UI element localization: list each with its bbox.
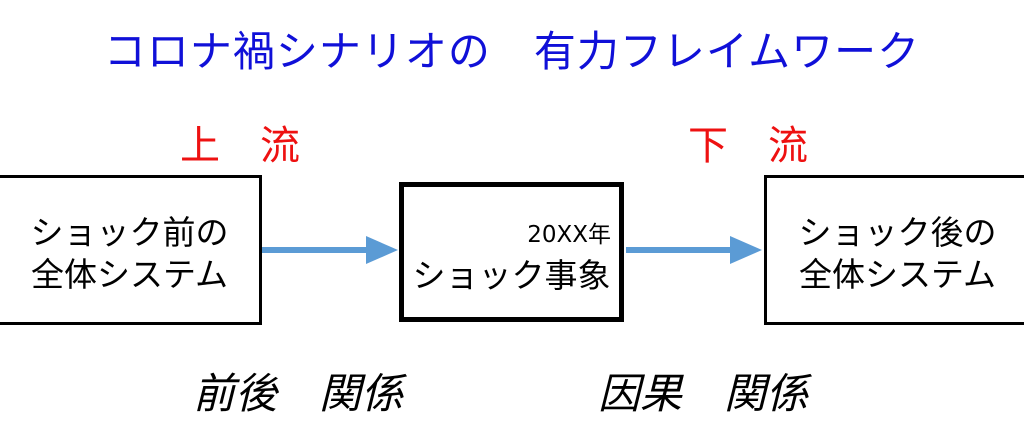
arrow-right-icon	[262, 236, 398, 264]
pre-shock-system-text: ショック前の 全体システム	[30, 213, 229, 295]
arrow-right-icon	[626, 236, 762, 264]
upstream-label: 上 流	[180, 123, 300, 169]
post-shock-system-box: ショック後の 全体システム	[764, 175, 1024, 325]
diagram-title: コロナ禍シナリオの 有力フレイムワーク	[103, 27, 921, 76]
shock-event-name: ショック事象	[412, 256, 611, 295]
shock-event-box: 20XX年 ショック事象	[399, 182, 624, 322]
post-shock-system-text: ショック後の 全体システム	[798, 213, 997, 295]
pre-shock-system-box: ショック前の 全体システム	[0, 175, 262, 325]
downstream-label: 下 流	[688, 123, 808, 169]
temporal-relation-label: 前後 関係	[193, 369, 404, 418]
causal-relation-label: 因果 関係	[598, 369, 809, 418]
shock-event-year: 20XX年	[527, 222, 611, 248]
